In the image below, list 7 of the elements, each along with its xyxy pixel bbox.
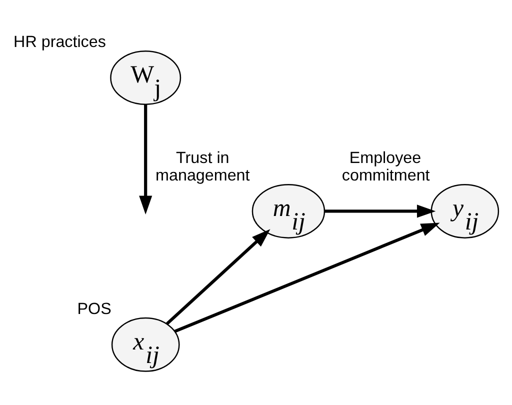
node-label: HR practices (14, 32, 106, 51)
node-label: POS (77, 300, 112, 318)
arrow (324, 204, 436, 218)
node-label: Trust in management (156, 148, 250, 184)
arrow (174, 222, 440, 333)
node-label: Employee commitment (342, 148, 430, 184)
arrow (166, 229, 270, 325)
